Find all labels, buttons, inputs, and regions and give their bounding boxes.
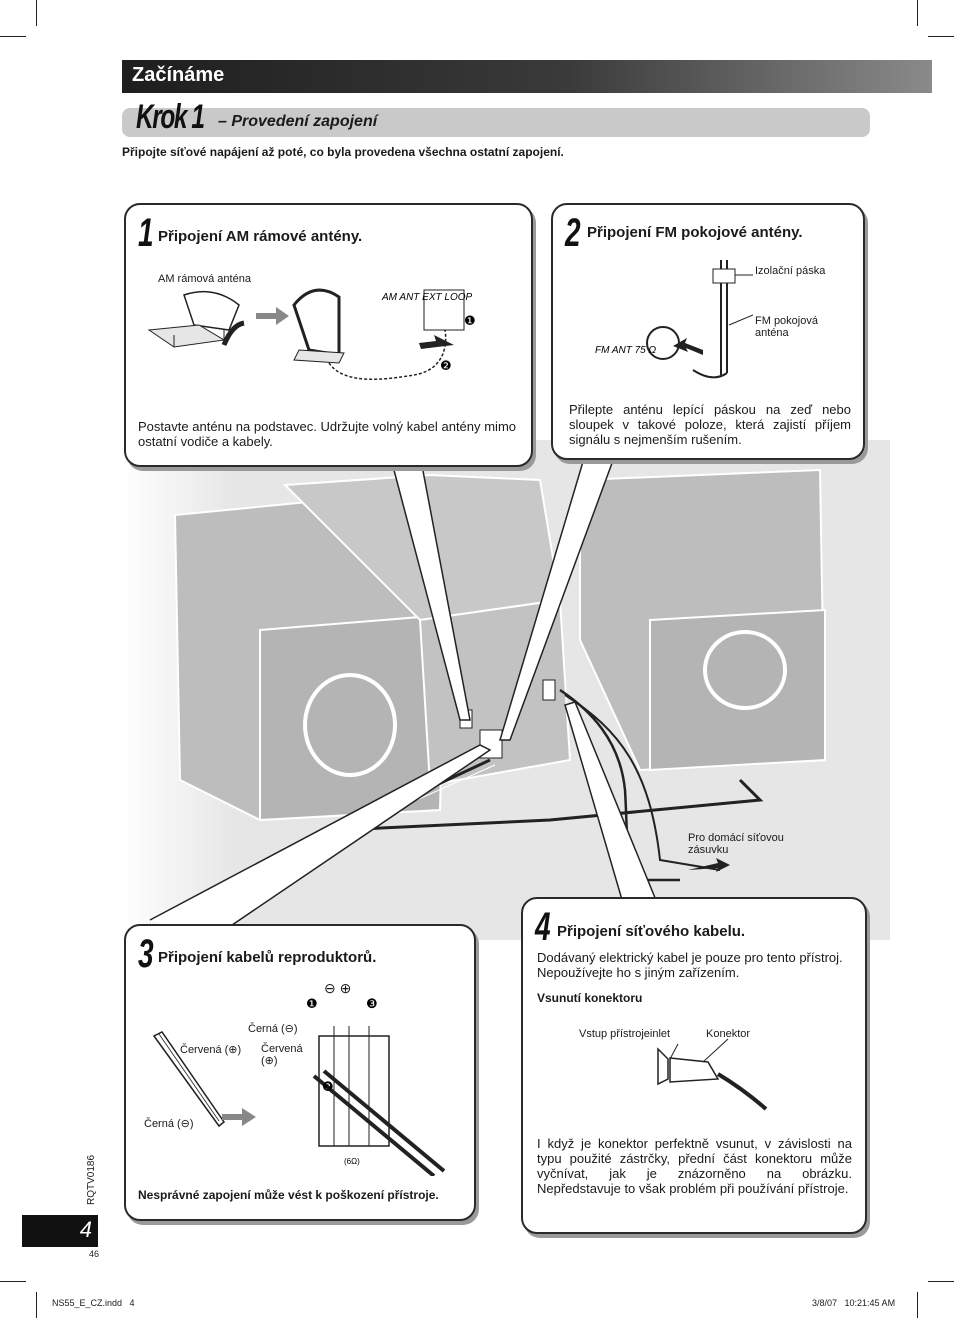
section-title: Začínáme xyxy=(132,64,225,86)
step-2-number: 2 xyxy=(565,211,581,255)
crop-mark xyxy=(0,36,26,37)
outlet-label: Pro domácí síťovou zásuvku xyxy=(688,832,784,856)
intro-note: Připojte síťové napájení až poté, co byl… xyxy=(122,145,564,159)
black-right-label: Černá (⊖) xyxy=(248,1023,298,1035)
doc-code: RQTV0186 xyxy=(86,1154,97,1205)
step-box-4: 4 Připojení síťového kabelu. Dodávaný el… xyxy=(521,897,867,1234)
am-antenna-label: AM rámová anténa xyxy=(158,273,251,285)
crop-mark xyxy=(928,1281,954,1282)
wire-callout-3: ❸ xyxy=(366,997,378,1012)
crop-mark xyxy=(928,36,954,37)
step-4-title: Připojení síťového kabelu. xyxy=(557,923,746,940)
inlet-label: Vstup přístrojeinlet xyxy=(579,1028,671,1040)
step-box-1: 1 Připojení AM rámové antény. AM rámová … xyxy=(124,203,533,467)
fm-antenna-illustration: FM ANT 75 Ω xyxy=(595,260,753,379)
step-2-text: Přilepte anténu lepící páskou na zeď neb… xyxy=(569,402,851,447)
fm-terminal-label: FM ANT 75 Ω xyxy=(595,345,657,356)
system-diagram xyxy=(120,440,890,940)
step-3-title: Připojení kabelů reproduktorů. xyxy=(158,949,377,966)
am-terminal-label: AM ANT EXT LOOP xyxy=(381,292,473,303)
step-1-text: Postavte anténu na podstavec. Udržujte v… xyxy=(138,419,516,449)
step-1-number: 1 xyxy=(138,211,154,255)
wire-callout-1: ❶ xyxy=(306,997,318,1012)
print-timestamp: 3/8/07 10:21:45 AM xyxy=(812,1298,896,1308)
polarity-label: ⊖ ⊕ xyxy=(324,980,352,996)
page-number-box: 4 xyxy=(22,1215,98,1247)
step-4-text: Dodávaný elektrický kabel je pouze pro t… xyxy=(537,950,843,980)
speaker-wiring-illustration: ❶ ❸ ❷ (6Ω) xyxy=(152,997,446,1176)
connector-label: Konektor xyxy=(706,1028,751,1040)
step-box-3: 3 Připojení kabelů reproduktorů. Červená… xyxy=(124,924,476,1221)
step-box-2: 2 Připojení FM pokojové antény. Izolační… xyxy=(551,203,865,460)
step-2-title: Připojení FM pokojové antény. xyxy=(587,224,803,241)
file-name: NS55_E_CZ.indd 4 xyxy=(52,1298,135,1308)
step-number: Krok 1 xyxy=(136,98,205,136)
insulation-tape-label: Izolační páska xyxy=(755,265,826,277)
step-4-text-2: I když je konektor perfektně vsunut, v z… xyxy=(537,1136,852,1196)
step-bar: Krok 1 – Provedení zapojení xyxy=(122,98,870,137)
callout-2: ❷ xyxy=(440,359,452,374)
am-antenna-illustration: AM ANT EXT LOOP ❶ ❷ xyxy=(147,288,476,381)
crop-mark xyxy=(0,1281,26,1282)
crop-mark xyxy=(36,1292,37,1318)
small-page-number: 46 xyxy=(89,1249,100,1259)
step-3-number: 3 xyxy=(138,932,154,976)
section-header: Začínáme xyxy=(122,60,932,93)
red-right-label: Červená (⊕) xyxy=(261,1043,303,1067)
red-left-label: Červená (⊕) xyxy=(180,1044,242,1056)
step-4-number: 4 xyxy=(535,905,551,949)
step-1-title: Připojení AM rámové antény. xyxy=(158,228,363,245)
step-subtitle: – Provedení zapojení xyxy=(218,113,378,130)
wire-callout-2: ❷ xyxy=(322,1080,334,1095)
crop-mark xyxy=(917,1292,918,1318)
black-left-label: Černá (⊖) xyxy=(144,1118,194,1130)
fm-antenna-label: FM pokojová anténa xyxy=(755,315,818,339)
impedance-label: (6Ω) xyxy=(344,1157,360,1166)
callout-1: ❶ xyxy=(464,314,476,329)
step-4-subheading: Vsunutí konektoru xyxy=(537,991,643,1005)
page-number: 4 xyxy=(79,1217,92,1242)
step-3-warning: Nesprávné zapojení může vést k poškození… xyxy=(138,1188,439,1202)
crop-mark xyxy=(917,0,918,26)
plug-illustration xyxy=(657,1038,768,1111)
crop-mark xyxy=(36,0,37,26)
